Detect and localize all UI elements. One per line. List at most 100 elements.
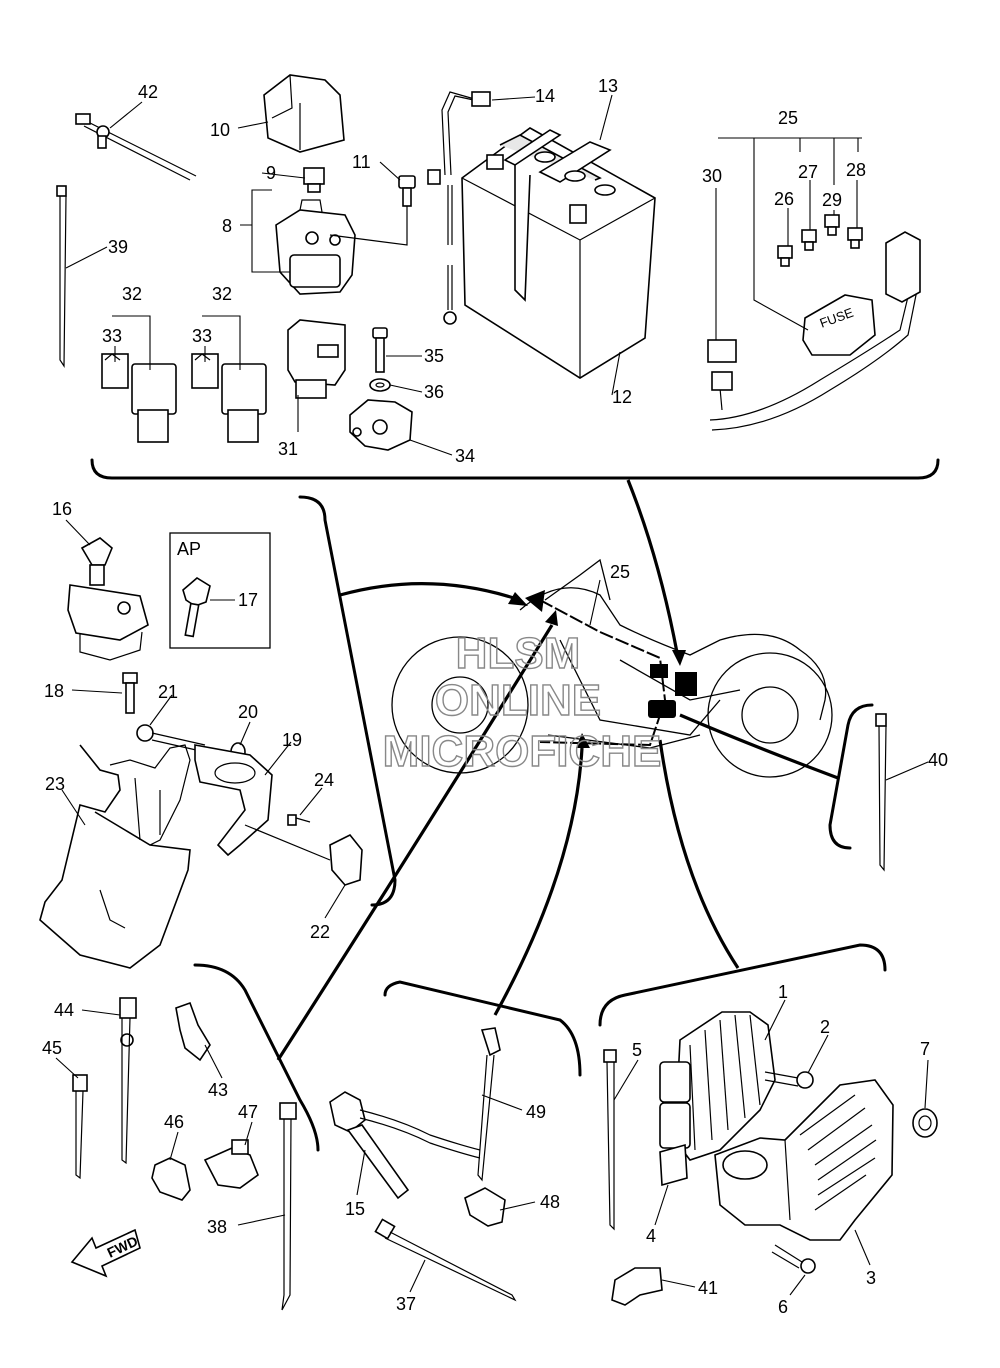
part-5-cable-tie	[603, 1049, 617, 1231]
part-39-cable-tie	[56, 185, 67, 368]
part-48-clamp	[464, 1187, 506, 1227]
left-group-bracket	[298, 495, 397, 907]
part-31-relay	[287, 319, 346, 399]
callout-30: 30	[702, 166, 722, 186]
callout-23: 23	[45, 774, 65, 794]
part-1-rectifier-regulator	[659, 1011, 776, 1161]
callout-32-left: 32	[122, 284, 142, 304]
callout-37: 37	[396, 1294, 416, 1314]
part-17-key	[182, 577, 211, 638]
part-9-fuse	[303, 167, 325, 193]
right-group-bracket	[828, 703, 874, 850]
part-24-screw	[287, 814, 311, 826]
route-arrow-top	[672, 650, 686, 666]
harness-line	[539, 599, 667, 747]
callout-39: 39	[108, 237, 128, 257]
bottom-right-group-bracket	[598, 943, 887, 1027]
part-12-13-battery	[461, 127, 656, 379]
callout-13: 13	[598, 76, 618, 96]
part-6-bolt	[771, 1244, 816, 1274]
part-25-wire-harness: FUSE	[707, 231, 921, 431]
part-40-cable-tie	[875, 713, 887, 872]
callout-9: 9	[266, 163, 276, 183]
route-bottom-left-to-bike	[276, 624, 554, 1061]
part-28-fuse	[847, 227, 863, 249]
callout-42: 42	[138, 82, 158, 102]
callout-15: 15	[345, 1199, 365, 1219]
ap-box-label: AP	[177, 539, 201, 559]
callout-31: 31	[278, 439, 298, 459]
route-arrow-left	[508, 592, 528, 606]
part-45-cable-tie	[72, 1074, 88, 1180]
callout-29: 29	[822, 190, 842, 210]
callout-43: 43	[208, 1080, 228, 1100]
part-35-bolt	[372, 327, 388, 373]
route-top-to-bike	[626, 479, 680, 659]
callout-1: 1	[778, 982, 788, 1002]
callout-2: 2	[820, 1017, 830, 1037]
callout-7: 7	[920, 1039, 930, 1059]
callout-46: 46	[164, 1112, 184, 1132]
part-7-grommet	[912, 1108, 938, 1138]
callout-8: 8	[222, 216, 232, 236]
part-36-washer	[369, 378, 391, 392]
bottom-middle-group-bracket	[383, 980, 582, 1077]
part-22-clamp	[244, 824, 363, 886]
part-3-cover	[714, 1079, 894, 1241]
callout-33-right: 33	[192, 326, 212, 346]
fwd-arrow: FWD	[70, 1228, 141, 1278]
callout-34: 34	[455, 446, 475, 466]
callout-36: 36	[424, 382, 444, 402]
route-right-to-bike	[679, 713, 839, 780]
callout-3: 3	[866, 1268, 876, 1288]
leader-lines	[55, 94, 929, 1296]
callout-5: 5	[632, 1040, 642, 1060]
part-32-33-relay-left	[101, 353, 177, 443]
callout-32-right: 32	[212, 284, 232, 304]
callout-6: 6	[778, 1297, 788, 1317]
callout-25-top: 25	[778, 108, 798, 128]
watermark-line3: MICROFICHE	[383, 727, 662, 776]
callout-16: 16	[52, 499, 72, 519]
part-14-battery-cable	[427, 91, 491, 325]
part-49-cable-tie	[477, 1027, 501, 1182]
part-11-bolt	[329, 175, 416, 246]
route-left-to-bike	[339, 582, 521, 602]
callout-33-left: 33	[102, 326, 122, 346]
callout-40: 40	[928, 750, 948, 770]
route-arrow-bottom-middle	[576, 733, 590, 748]
part-38-cable-tie	[279, 1102, 297, 1311]
callout-25-bike: 25	[610, 562, 630, 582]
watermark-line1: HLSM	[456, 629, 581, 678]
callout-14: 14	[535, 86, 555, 106]
part-37-cable-tie	[374, 1218, 517, 1302]
part-34-bracket	[349, 399, 413, 451]
callout-4: 4	[646, 1226, 656, 1246]
callout-18: 18	[44, 681, 64, 701]
callout-19: 19	[282, 730, 302, 750]
motorcycle-outline	[391, 558, 833, 778]
part-43-clamp	[175, 1001, 211, 1062]
callout-27: 27	[798, 162, 818, 182]
part-27-fuse	[801, 229, 817, 251]
callout-10: 10	[210, 120, 230, 140]
part-4-pad	[659, 1143, 688, 1187]
part-23-headlight-cover	[39, 744, 191, 969]
callout-21: 21	[158, 682, 178, 702]
callout-20: 20	[238, 702, 258, 722]
route-arrow-bottom-left	[545, 610, 558, 626]
callout-49: 49	[526, 1102, 546, 1122]
part-16-main-switch	[67, 537, 149, 661]
callout-26: 26	[774, 189, 794, 209]
callout-41: 41	[698, 1278, 718, 1298]
part-44-cable-tie	[119, 997, 137, 1165]
callout-12: 12	[612, 387, 632, 407]
part-18-bolt	[122, 672, 138, 714]
route-bottom-right-to-bike	[658, 739, 740, 969]
callout-47: 47	[238, 1102, 258, 1122]
part-42-clamp	[75, 113, 197, 181]
callout-24: 24	[314, 770, 334, 790]
callout-11: 11	[352, 152, 371, 172]
route-bottom-middle-to-bike	[493, 747, 584, 1016]
